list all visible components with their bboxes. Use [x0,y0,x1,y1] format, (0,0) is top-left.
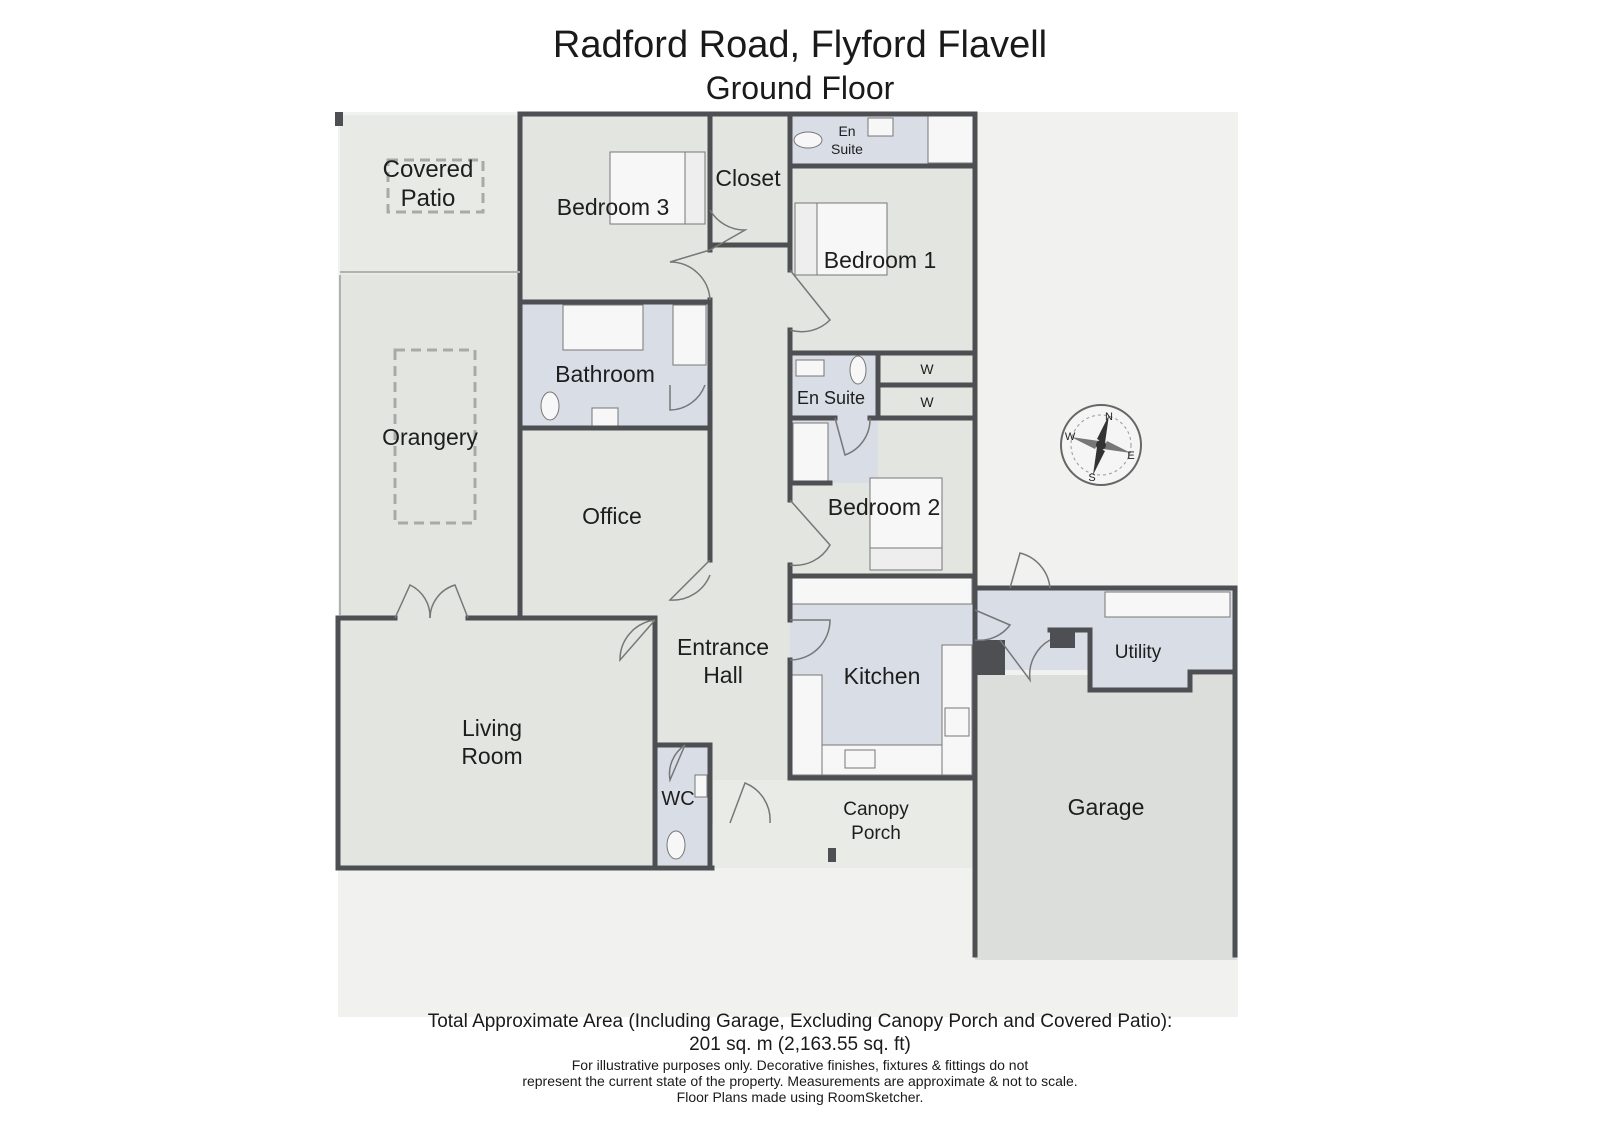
kitchen-counter-bottom [821,744,943,776]
label-wardrobe-1: W [920,361,934,377]
label-orangery: Orangery [382,424,478,450]
label-covered-patio-2: Patio [401,185,456,212]
label-living-room-1: Living [462,715,522,741]
covered-patio-floor [340,115,520,275]
label-en-suite-top-2: Suite [831,141,863,157]
orangery-lantern [393,348,477,525]
disclaimer-line-1: For illustrative purposes only. Decorati… [571,1057,1029,1073]
room-labels: Covered Patio Bedroom 3 Closet En Suite … [382,123,1162,844]
utility-alcove-floor [1090,665,1190,690]
label-entrance-hall-2: Hall [703,662,743,688]
pillow-bedroom2 [869,547,943,571]
label-bathroom: Bathroom [555,361,655,387]
pillow-bedroom1 [794,202,818,276]
shower-en-suite [792,422,829,482]
label-en-suite-top-1: En [838,123,855,139]
utility-counter [1104,591,1231,618]
toilet-en-suite-top [793,131,823,149]
doors [394,209,1051,824]
label-wc: WC [661,788,694,810]
covered-patio-roof [386,158,485,214]
toilet-wc [666,830,686,860]
disclaimer-line-2: represent the current state of the prope… [522,1073,1078,1089]
orangery-floor [340,275,520,618]
compass-w: W [1065,431,1076,443]
basin-en-suite [795,359,825,377]
total-area-line: Total Approximate Area (Including Garage… [427,1011,1173,1032]
living-room-floor [340,618,655,868]
toilet-bathroom [540,391,560,421]
credit-line: Floor Plans made using RoomSketcher. [676,1089,924,1105]
floor-subtitle: Ground Floor [705,70,895,106]
office-floor [520,428,710,618]
bathroom-cabinet [672,304,707,366]
label-bedroom2: Bedroom 2 [828,494,941,520]
label-living-room-2: Room [461,743,522,769]
label-wardrobe-2: W [920,394,934,410]
fixtures [540,114,1231,860]
plan-title: Radford Road, Flyford Flavell [552,24,1048,66]
label-office: Office [582,503,642,529]
basin-wc [694,774,708,798]
compass-rose: N E S W [1060,404,1142,486]
glazing [339,271,520,615]
shower-top [927,114,974,164]
bath-tub [562,304,644,351]
label-covered-patio-1: Covered [383,156,474,183]
compass-n: N [1105,411,1113,423]
label-bedroom1: Bedroom 1 [824,247,937,273]
wall-blocks [335,112,1075,862]
kitchen-sink [844,749,876,769]
kitchen-counter-left [791,674,823,776]
label-closet: Closet [715,165,781,191]
compass-s: S [1088,472,1095,484]
compass-needle-north [1097,415,1109,443]
label-utility: Utility [1115,642,1162,663]
compass-needle-south [1093,447,1105,475]
roof-outlines [386,158,485,525]
basin-en-suite-top [867,117,894,137]
toilet-en-suite [849,355,867,385]
basin-bathroom [591,407,619,427]
label-en-suite: En Suite [797,388,865,408]
garage-floor [975,675,1237,960]
total-area-value: 201 sq. m (2,163.55 sq. ft) [689,1034,911,1055]
kitchen-counter-top [791,577,973,605]
pillow-bedroom3 [684,151,706,225]
label-canopy-porch-2: Porch [851,823,901,844]
label-canopy-porch-1: Canopy [843,799,909,820]
label-bedroom3: Bedroom 3 [557,194,670,220]
label-kitchen: Kitchen [844,663,921,689]
label-garage: Garage [1068,794,1145,820]
hob [944,707,970,737]
label-entrance-hall-1: Entrance [677,634,769,660]
canopy-porch-floor [713,780,975,868]
hall-upper-floor [710,245,790,623]
compass-e: E [1127,450,1134,462]
